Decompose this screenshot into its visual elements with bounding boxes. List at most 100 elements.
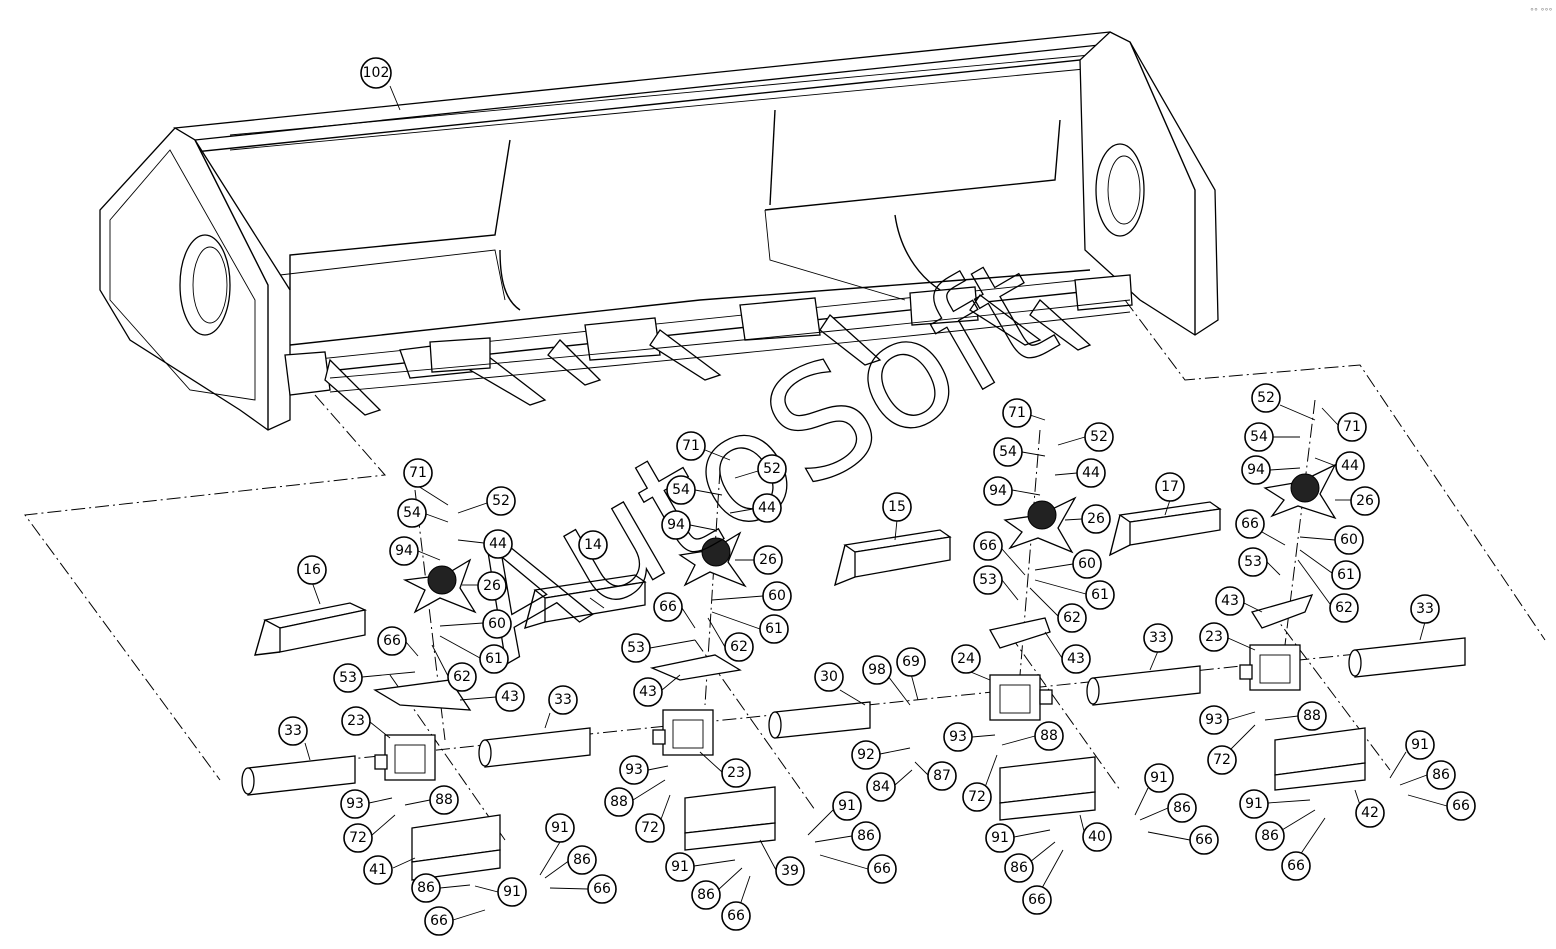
callout-86g: 86 bbox=[1255, 821, 1285, 851]
callout-93c: 93 bbox=[943, 722, 973, 752]
knife-43a bbox=[373, 679, 472, 711]
svg-text:53: 53 bbox=[339, 670, 357, 686]
svg-text:71: 71 bbox=[409, 465, 427, 481]
callout-91h: 91 bbox=[1405, 730, 1435, 760]
svg-text:52: 52 bbox=[763, 461, 781, 477]
svg-text:54: 54 bbox=[1250, 429, 1268, 445]
callout-42: 42 bbox=[1355, 798, 1385, 828]
svg-text:44: 44 bbox=[758, 500, 776, 516]
callout-71d: 71 bbox=[1337, 412, 1367, 442]
callout-16: 16 bbox=[297, 555, 327, 585]
callout-62d: 62 bbox=[1329, 593, 1359, 623]
svg-text:44: 44 bbox=[1341, 458, 1359, 474]
cover-17 bbox=[1108, 501, 1222, 557]
disc-26a bbox=[402, 558, 477, 614]
callout-91f: 91 bbox=[1144, 763, 1174, 793]
header-frame bbox=[99, 31, 1219, 431]
callout-54a: 54 bbox=[397, 498, 427, 528]
svg-text:43: 43 bbox=[1221, 593, 1239, 609]
svg-text:93: 93 bbox=[949, 729, 967, 745]
svg-text:54: 54 bbox=[672, 482, 690, 498]
tube-33a bbox=[241, 755, 356, 796]
svg-text:52: 52 bbox=[1257, 390, 1275, 406]
callout-44a: 44 bbox=[483, 529, 513, 559]
callout-66f: 66 bbox=[867, 854, 897, 884]
callout-93b: 93 bbox=[619, 755, 649, 785]
corner-mark: °° °°° bbox=[1530, 7, 1553, 16]
callout-54b: 54 bbox=[666, 475, 696, 505]
svg-text:61: 61 bbox=[1337, 567, 1355, 583]
svg-text:43: 43 bbox=[1067, 651, 1085, 667]
svg-text:66: 66 bbox=[873, 861, 891, 877]
callout-33b: 33 bbox=[548, 685, 578, 715]
callout-62b: 62 bbox=[724, 632, 754, 662]
callout-88c: 88 bbox=[1034, 721, 1064, 751]
svg-text:14: 14 bbox=[584, 537, 602, 553]
callout-53b: 53 bbox=[621, 633, 651, 663]
svg-text:91: 91 bbox=[551, 820, 569, 836]
svg-text:91: 91 bbox=[838, 798, 856, 814]
tube-33c bbox=[1086, 665, 1201, 706]
callout-94b: 94 bbox=[661, 510, 691, 540]
svg-text:66: 66 bbox=[727, 908, 745, 924]
svg-text:92: 92 bbox=[857, 747, 875, 763]
callout-52d: 52 bbox=[1251, 383, 1281, 413]
callout-group: 102 71 52 54 44 94 26 60 61 62 66 53 43 … bbox=[278, 57, 1476, 936]
callout-23c: 23 bbox=[1199, 622, 1229, 652]
callout-40: 40 bbox=[1082, 822, 1112, 852]
callout-71c: 71 bbox=[1002, 398, 1032, 428]
callout-91b: 91 bbox=[497, 877, 527, 907]
callout-72d: 72 bbox=[1207, 745, 1237, 775]
svg-text:102: 102 bbox=[363, 65, 390, 81]
callout-72a: 72 bbox=[343, 823, 373, 853]
disc-26d bbox=[1263, 463, 1337, 520]
svg-text:94: 94 bbox=[395, 543, 413, 559]
svg-text:72: 72 bbox=[968, 789, 986, 805]
svg-text:86: 86 bbox=[1432, 767, 1450, 783]
callout-33a: 33 bbox=[278, 716, 308, 746]
tube-33d bbox=[1348, 637, 1466, 678]
knife-43b bbox=[649, 654, 742, 681]
callout-23b: 23 bbox=[721, 758, 751, 788]
svg-text:94: 94 bbox=[989, 483, 1007, 499]
svg-text:66: 66 bbox=[593, 881, 611, 897]
callout-61c: 61 bbox=[1085, 580, 1115, 610]
callout-71a: 71 bbox=[403, 458, 433, 488]
callout-91d: 91 bbox=[832, 791, 862, 821]
callout-88d: 88 bbox=[1297, 701, 1327, 731]
svg-text:72: 72 bbox=[1213, 752, 1231, 768]
svg-text:93: 93 bbox=[1205, 712, 1223, 728]
svg-text:91: 91 bbox=[503, 884, 521, 900]
svg-text:15: 15 bbox=[888, 499, 906, 515]
svg-text:44: 44 bbox=[1082, 465, 1100, 481]
callout-60b: 60 bbox=[762, 581, 792, 611]
callout-69: 69 bbox=[896, 647, 926, 677]
knife-43d bbox=[1250, 594, 1314, 629]
svg-text:60: 60 bbox=[1340, 532, 1358, 548]
svg-text:41: 41 bbox=[369, 862, 387, 878]
svg-text:86: 86 bbox=[1261, 828, 1279, 844]
svg-text:86: 86 bbox=[857, 828, 875, 844]
svg-text:94: 94 bbox=[667, 517, 685, 533]
svg-text:53: 53 bbox=[1244, 554, 1262, 570]
tube-30 bbox=[768, 701, 871, 739]
callout-44d: 44 bbox=[1335, 451, 1365, 481]
svg-text:66: 66 bbox=[659, 599, 677, 615]
svg-text:94: 94 bbox=[1247, 462, 1265, 478]
callout-98: 98 bbox=[862, 655, 892, 685]
svg-text:71: 71 bbox=[1008, 405, 1026, 421]
svg-text:26: 26 bbox=[483, 578, 501, 594]
svg-text:39: 39 bbox=[781, 863, 799, 879]
svg-text:23: 23 bbox=[727, 765, 745, 781]
svg-text:93: 93 bbox=[625, 762, 643, 778]
callout-86h: 86 bbox=[1426, 760, 1456, 790]
svg-text:61: 61 bbox=[485, 651, 503, 667]
svg-text:52: 52 bbox=[1090, 429, 1108, 445]
svg-text:62: 62 bbox=[453, 669, 471, 685]
svg-text:71: 71 bbox=[682, 438, 700, 454]
svg-text:88: 88 bbox=[435, 792, 453, 808]
callout-62a: 62 bbox=[447, 662, 477, 692]
watermark: AutoSoft bbox=[435, 223, 1081, 697]
callout-66e: 66 bbox=[721, 901, 751, 931]
